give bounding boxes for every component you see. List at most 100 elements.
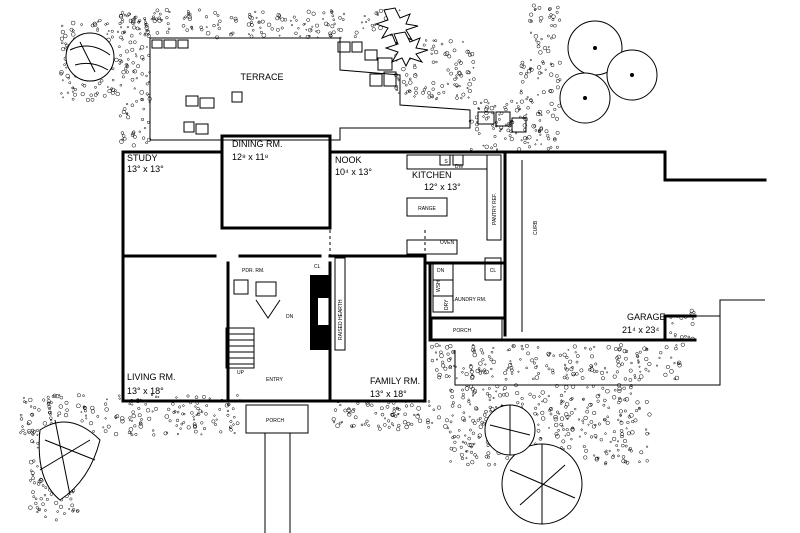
stipple-dot: [481, 358, 485, 362]
stipple-dot: [467, 96, 470, 99]
stipple-dot: [604, 462, 607, 466]
stipple-dot: [549, 72, 554, 77]
stipple-dot: [555, 85, 560, 90]
stipple-dot: [151, 410, 154, 413]
stipple-dot: [599, 370, 605, 375]
stipple-dot: [505, 368, 508, 371]
stipple-dot: [582, 398, 585, 401]
stipple-dot: [343, 408, 348, 413]
stipple-dot: [32, 459, 36, 463]
stipple-dot: [157, 16, 162, 21]
stipple-dot: [68, 81, 72, 85]
stipple-dot: [549, 407, 554, 411]
stipple-dot: [617, 386, 622, 391]
stipple-dot: [602, 403, 606, 407]
stipple-dot: [516, 401, 520, 405]
stipple-dot: [186, 394, 190, 398]
stipple-dot: [514, 107, 520, 113]
stipple-dot: [150, 18, 153, 21]
stipple-dot: [194, 395, 199, 400]
stipple-dot: [611, 395, 617, 400]
stipple-dot: [82, 405, 86, 409]
stipple-dot: [306, 18, 311, 22]
stipple-dot: [198, 8, 201, 12]
stipple-dot: [31, 476, 35, 481]
stipple-dot: [498, 118, 501, 121]
stipple-dot: [187, 14, 192, 19]
stipple-dot: [425, 418, 430, 423]
stipple-dot: [466, 462, 470, 467]
stipple-dot: [137, 406, 141, 411]
stipple-dot: [181, 24, 186, 28]
stipple-dot: [593, 454, 596, 457]
stipple-dot: [586, 386, 589, 389]
stipple-dot: [628, 448, 631, 452]
stipple-dot: [625, 460, 630, 465]
stipple-dot: [138, 421, 143, 426]
stipple-dot: [143, 32, 146, 35]
stipple-dot: [459, 73, 464, 78]
stipple-dot: [552, 354, 555, 357]
stipple-dot: [80, 411, 83, 413]
stipple-dot: [37, 479, 42, 484]
stipple-dot: [448, 344, 453, 349]
stipple-dot: [591, 384, 595, 388]
stipple-dot: [90, 97, 95, 102]
stipple-dot: [46, 395, 50, 399]
stipple-dot: [217, 26, 221, 31]
stipple-dot: [370, 403, 374, 407]
stipple-dot: [488, 398, 492, 402]
stipple-dot: [519, 71, 523, 76]
stipple-dot: [197, 412, 199, 415]
stipple-dot: [55, 394, 60, 399]
stipple-dot: [465, 450, 467, 453]
stipple-dot: [213, 11, 218, 15]
stipple-dot: [483, 98, 488, 104]
stipple-dot: [246, 22, 251, 27]
stipple-dot: [130, 419, 133, 422]
stipple-dot: [147, 416, 152, 421]
stipple-dot: [467, 436, 471, 441]
stipple-dot: [175, 396, 178, 399]
stipple-dot: [58, 394, 61, 396]
stipple-dot: [396, 77, 399, 80]
stipple-dot: [470, 460, 475, 465]
stipple-dot: [124, 67, 128, 71]
stipple-dot: [594, 362, 598, 366]
stipple-dot: [528, 392, 532, 396]
stipple-dot: [80, 419, 84, 423]
stipple-dot: [36, 441, 40, 445]
stipple-dot: [487, 102, 490, 105]
stipple-dot: [213, 414, 216, 417]
stipple-dot: [374, 11, 379, 16]
stipple-dot: [517, 147, 522, 152]
stipple-dot: [328, 31, 332, 36]
stipple-dot: [440, 84, 445, 88]
stipple-dot: [537, 93, 539, 96]
stipple-dot: [155, 8, 160, 13]
stipple-dot: [139, 90, 144, 95]
stipple-dot: [197, 412, 201, 416]
stipple-dot: [410, 422, 414, 426]
stipple-dot: [387, 419, 391, 423]
stipple-dot: [461, 92, 466, 97]
stipple-dot: [427, 91, 431, 95]
stipple-dot: [393, 414, 398, 418]
stipple-dot: [71, 90, 74, 93]
entry-closet-label: CL: [314, 264, 321, 270]
stipple-dot: [444, 374, 449, 378]
stipple-dot: [333, 408, 338, 412]
stipple-dot: [556, 410, 559, 414]
stipple-dot: [546, 48, 551, 54]
stipple-dot: [439, 353, 444, 358]
stipple-dot: [625, 349, 629, 353]
stipple-dot: [123, 137, 127, 141]
stipple-dot: [635, 354, 639, 358]
stipple-dot: [451, 414, 454, 417]
stipple-dot: [504, 123, 507, 126]
stipple-dot: [249, 16, 254, 21]
stipple-dot: [447, 54, 452, 59]
stipple-dot: [68, 508, 71, 510]
stipple-dot: [617, 454, 620, 458]
stipple-dot: [466, 87, 469, 89]
